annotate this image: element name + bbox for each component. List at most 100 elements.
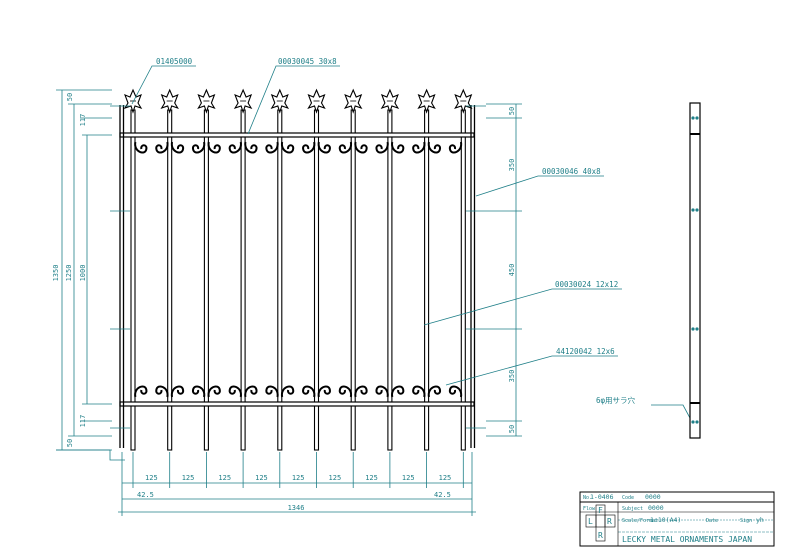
callout-bottom-scroll: 44120042 12x6	[556, 347, 615, 356]
dim-pitch: 125	[182, 474, 195, 482]
vertical-bar	[460, 109, 466, 451]
vertical-bar	[313, 109, 320, 451]
tb-drawing-no-label: No.	[583, 495, 592, 501]
scroll	[244, 385, 279, 398]
dim-overall-width: 1346	[288, 504, 305, 512]
finial	[417, 88, 436, 114]
finials	[123, 88, 473, 114]
finial	[343, 88, 363, 114]
dim-inner-height: 1250	[65, 265, 73, 282]
scroll	[207, 385, 242, 398]
dim-pitch: 125	[145, 474, 158, 482]
scroll	[134, 385, 169, 398]
dim-pitch: 125	[218, 474, 231, 482]
finial	[197, 88, 216, 114]
callout-leaders	[131, 65, 691, 419]
vertical-bar	[203, 109, 209, 451]
dim-right-upper: 350	[508, 159, 516, 172]
bottom-dimensions	[118, 452, 476, 516]
dim-overall-height: 1350	[52, 265, 60, 282]
tb-mark-r2: R	[598, 531, 603, 540]
vertical-bar	[277, 109, 283, 451]
dim-spike-bottom: 50	[66, 439, 74, 447]
vertical-bar	[424, 109, 430, 451]
scroll	[391, 141, 426, 154]
vertical-bar	[167, 109, 173, 451]
dim-pitch: 125	[439, 474, 452, 482]
top-rail	[119, 132, 475, 138]
dim-pitch: 125	[402, 474, 415, 482]
tb-drawing-no: 1-0406	[590, 493, 614, 501]
dim-top-offset: 117	[79, 114, 87, 127]
tb-mark-r: R	[607, 517, 612, 526]
pitch-ticks	[132, 452, 464, 488]
scroll	[207, 141, 242, 154]
tb-sign: yh	[756, 516, 764, 524]
finial	[307, 88, 326, 114]
scroll	[427, 385, 463, 398]
front-elevation	[110, 88, 486, 451]
vertical-bar	[387, 109, 393, 451]
dim-rail-spacing: 1000	[79, 265, 87, 282]
dim-pitch: 125	[292, 474, 305, 482]
dim-end-left: 42.5	[137, 491, 154, 499]
tb-code: 0000	[645, 493, 661, 501]
callout-top-scroll: 00030045 30x8	[278, 57, 337, 66]
dim-bottom-offset: 117	[79, 415, 87, 428]
tb-flow-label: Flow	[583, 506, 596, 512]
dim-right-bottom: 50	[508, 425, 516, 433]
tb-scale-label: Scale/Format	[622, 518, 658, 524]
tb-subject-label: Subject	[622, 506, 643, 512]
tb-mark-f: F	[598, 506, 603, 515]
finial	[454, 88, 473, 114]
vertical-bar	[240, 109, 246, 451]
side-view	[689, 102, 701, 439]
vertical-bar	[130, 109, 136, 451]
tb-subject: 0000	[648, 504, 664, 512]
finial	[123, 88, 143, 114]
callout-bar: 00030024 12x12	[555, 280, 618, 289]
scroll	[317, 385, 352, 398]
finial	[270, 88, 290, 114]
scroll	[427, 141, 463, 154]
scroll	[244, 141, 279, 154]
dim-right-top: 50	[508, 107, 516, 115]
vertical-bar	[350, 109, 356, 451]
dim-right-lower: 350	[508, 370, 516, 383]
tb-scale: 1:10(A4)	[650, 516, 681, 524]
scroll	[354, 141, 389, 154]
finial	[233, 88, 253, 114]
scroll	[134, 141, 169, 154]
left-dimensions	[56, 89, 125, 461]
scroll	[354, 385, 389, 398]
scroll	[281, 385, 316, 398]
scroll	[170, 385, 206, 398]
dim-pitch: 125	[365, 474, 378, 482]
scroll	[170, 141, 206, 154]
dim-right-mid: 450	[508, 264, 516, 277]
tb-sign-label: Sign	[740, 518, 752, 524]
bottom-rail	[119, 401, 475, 407]
pitch-labels: 125 125 125 125 125 125 125 125 125	[145, 474, 451, 482]
callout-plate: 6φ用サラ穴	[596, 395, 636, 405]
scroll	[317, 141, 352, 154]
finial	[160, 88, 179, 114]
scroll-ornaments	[134, 141, 463, 398]
right-dimensions	[486, 103, 522, 437]
finial	[380, 88, 400, 114]
tb-company: LECKY METAL ORNAMENTS JAPAN	[622, 535, 752, 544]
tb-mark-l: L	[588, 517, 593, 526]
tb-date-label: Date	[706, 518, 718, 524]
callout-rail: 00030046 40x8	[542, 167, 601, 176]
tb-code-label: Code	[622, 495, 634, 501]
scroll	[281, 141, 316, 154]
scroll	[391, 385, 426, 398]
title-block	[579, 491, 775, 547]
dim-spike-top: 50	[66, 93, 74, 101]
vertical-bars	[130, 109, 466, 451]
dim-pitch: 125	[329, 474, 342, 482]
dim-pitch: 125	[255, 474, 268, 482]
dim-end-right: 42.5	[434, 491, 451, 499]
callout-finial: 01405000	[156, 57, 193, 66]
